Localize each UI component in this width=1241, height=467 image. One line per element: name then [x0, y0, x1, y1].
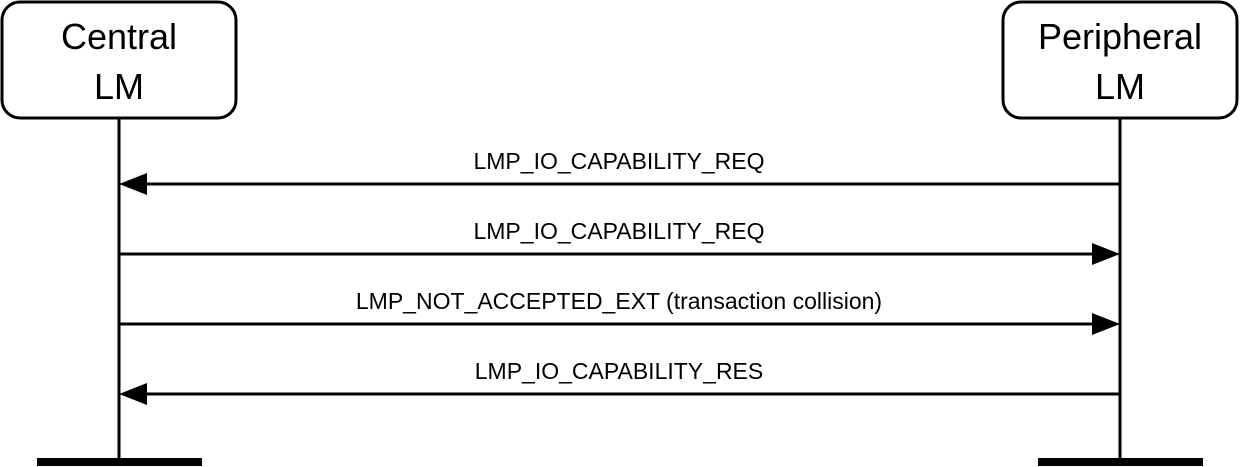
message-2-label: LMP_IO_CAPABILITY_REQ	[473, 218, 764, 244]
message-1-label: LMP_IO_CAPABILITY_REQ	[473, 148, 764, 174]
message-4: LMP_IO_CAPABILITY_RES	[119, 358, 1120, 405]
message-4-label: LMP_IO_CAPABILITY_RES	[475, 358, 763, 384]
peripheral-lm-label-line1: Peripheral	[1038, 16, 1202, 57]
peripheral-lm-label-line2: LM	[1095, 66, 1145, 107]
central-lm-label-line2: LM	[94, 66, 144, 107]
message-3: LMP_NOT_ACCEPTED_EXT (transaction collis…	[119, 288, 1120, 335]
message-2: LMP_IO_CAPABILITY_REQ	[119, 218, 1120, 265]
message-1: LMP_IO_CAPABILITY_REQ	[119, 148, 1120, 195]
message-2-arrowhead	[1092, 243, 1120, 265]
message-4-arrowhead	[119, 383, 147, 405]
message-3-label: LMP_NOT_ACCEPTED_EXT (transaction collis…	[356, 288, 882, 314]
central-lm-label-line1: Central	[61, 16, 177, 57]
message-3-arrowhead	[1092, 313, 1120, 335]
message-1-arrowhead	[119, 173, 147, 195]
peripheral-lm-box: Peripheral LM	[1001, 0, 1239, 120]
central-lm-box: Central LM	[0, 0, 238, 120]
